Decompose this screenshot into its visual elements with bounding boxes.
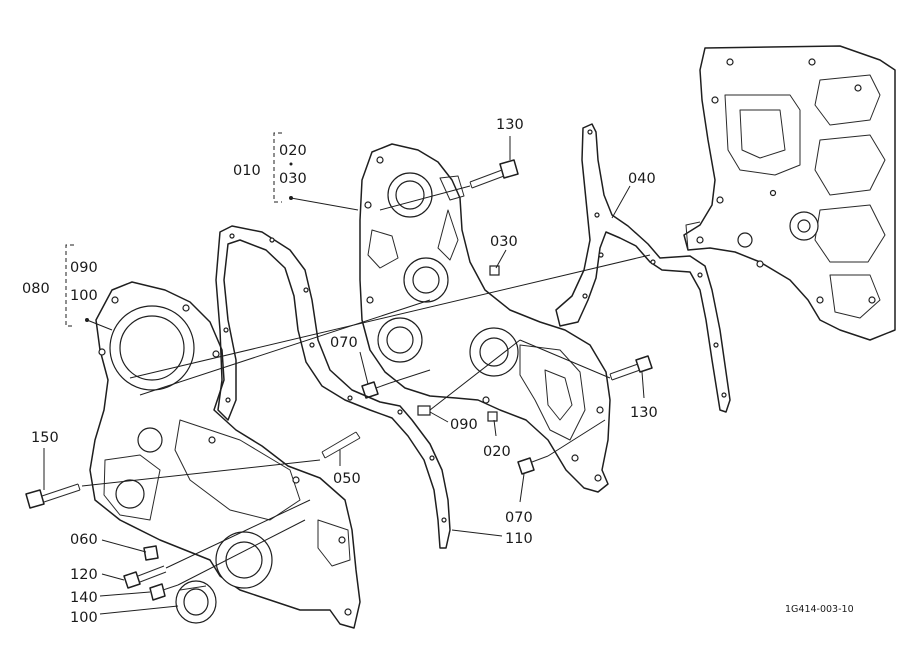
label-050: 050: [333, 471, 361, 487]
alignment-lines: [81, 185, 651, 586]
label-150: 150: [31, 430, 59, 446]
bolts: [25, 159, 653, 601]
label-080: 080: [22, 281, 50, 297]
label-020-top: 020: [279, 143, 307, 159]
label-070-right: 070: [505, 510, 533, 526]
label-060: 060: [70, 532, 98, 548]
label-130-top: 130: [496, 117, 524, 133]
label-120: 120: [70, 567, 98, 583]
label-100-bottom: 100: [70, 610, 98, 626]
label-070-left: 070: [330, 335, 358, 351]
label-010: 010: [233, 163, 261, 179]
label-030-top: 030: [279, 171, 307, 187]
label-040: 040: [628, 171, 656, 187]
label-090-left: 090: [70, 260, 98, 276]
label-140: 140: [70, 590, 98, 606]
label-130-right: 130: [630, 405, 658, 421]
leader-lines: [43, 132, 645, 615]
drawing-code: 1G414-003-10: [785, 604, 854, 615]
gasket-040: [555, 123, 731, 413]
gear-case-010: [359, 143, 611, 493]
label-090-mid: 090: [450, 417, 478, 433]
gasket-middle: [215, 225, 451, 549]
label-100-left: 100: [70, 288, 98, 304]
label-020-mid: 020: [483, 444, 511, 460]
engine-block: [683, 45, 896, 341]
oil-seal-100: [175, 580, 217, 624]
front-cover-080: [89, 281, 361, 629]
label-110: 110: [505, 531, 533, 547]
part-labels: 010 020 030 080 090 100 130 040 030 070 …: [22, 117, 854, 626]
label-030-mid: 030: [490, 234, 518, 250]
